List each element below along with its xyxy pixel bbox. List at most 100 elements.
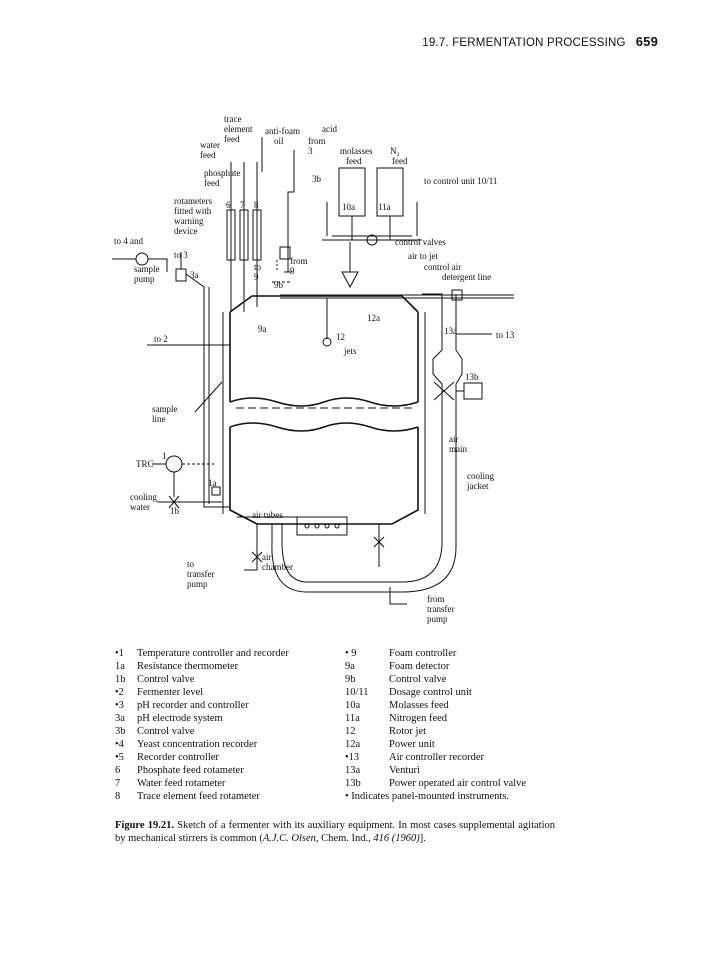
label-air-chamber-2: chamber [262, 562, 293, 572]
label-main: main [449, 444, 467, 454]
label-cooling-water-1: cooling [130, 492, 157, 502]
label-from-9: from [290, 256, 308, 266]
label-to-2: to 2 [154, 334, 168, 344]
label-10a: 10a [342, 202, 355, 212]
fermenter-diagram: trace element feed anti-foam oil acid fr… [112, 114, 515, 624]
page-number: 659 [635, 34, 658, 49]
fermenter-vessel [222, 295, 426, 525]
label-to-9: 9 [254, 272, 259, 282]
label-to-3: to 3 [174, 250, 188, 260]
label-9: 9 [290, 266, 295, 276]
label-air: air [449, 434, 459, 444]
label-detergent-line: detergent line [442, 272, 491, 282]
label-molasses-feed: feed [346, 156, 362, 166]
label-air-chamber-1: air [262, 552, 272, 562]
fermenter-figure: trace element feed anti-foam oil acid fr… [112, 112, 612, 632]
label-to-transfer-1: to [187, 559, 195, 569]
label-to-transfer-2: transfer [187, 569, 214, 579]
label-rotameters: rotameters [174, 196, 212, 206]
label-9a: 9a [258, 324, 267, 334]
label-warning: warning [174, 216, 204, 226]
label-13a: 13a [444, 326, 457, 336]
label-6: 6 [226, 200, 231, 210]
label-sample-line-2: line [152, 414, 166, 424]
label-1: 1 [162, 451, 167, 461]
citation-year: (1960) [391, 832, 420, 844]
label-control-valves: control valves [395, 237, 446, 247]
label-cooling-jacket-2: jacket [466, 481, 489, 491]
label-8: 8 [254, 200, 259, 210]
section-title: 19.7. FERMENTATION PROCESSING [422, 37, 626, 49]
label-cooling-water-2: water [130, 502, 150, 512]
label-element: element [224, 124, 253, 134]
citation-author: A.J.C. Olsen, [262, 832, 319, 844]
label-sample: sample [134, 264, 160, 274]
label-7: 7 [240, 200, 245, 210]
label-acid: acid [322, 124, 337, 134]
legend-note: • Indicates panel-mounted instruments. [345, 791, 510, 802]
label-jets: jets [343, 346, 357, 356]
label-3a: 3a [190, 270, 199, 280]
label-to: to [254, 262, 262, 272]
label-from-transfer-1: from [427, 594, 445, 604]
label-from-transfer-2: transfer [427, 604, 454, 614]
label-oil: oil [274, 136, 284, 146]
label-fitted-with: fitted with [174, 206, 212, 216]
label-to-4-and: to 4 and [114, 236, 143, 246]
label-control-air: control air [424, 262, 461, 272]
label-from-transfer-3: pump [427, 614, 448, 624]
label-device: device [174, 226, 197, 236]
running-head: 19.7. FERMENTATION PROCESSING 659 [422, 34, 658, 49]
label-antifoam: anti-foam [265, 126, 300, 136]
label-air-tubes: air tubes [252, 510, 283, 520]
label-from-acid: from [308, 136, 326, 146]
figure-number: Figure 19.21. [115, 820, 174, 831]
label-cooling-jacket-1: cooling [467, 471, 494, 481]
label-3: 3 [308, 146, 313, 156]
air-main-pipe [271, 293, 463, 593]
label-water-feed: feed [200, 150, 216, 160]
label-phosphate-feed: feed [204, 178, 220, 188]
label-trc: TRC [136, 459, 154, 469]
label-air-to-jet: air to jet [408, 251, 438, 261]
label-to-control-unit: to control unit 10/11 [424, 176, 497, 186]
label-13b: 13b [465, 372, 479, 382]
label-trace: trace [224, 114, 241, 124]
figure-caption: Figure 19.21. Sketch of a fermenter with… [115, 820, 555, 844]
label-12: 12 [336, 332, 345, 342]
citation-journal: Chem. Ind., [318, 832, 374, 844]
label-molasses: molasses [340, 146, 373, 156]
label-1a: 1a [208, 478, 217, 488]
label-to-13: to 13 [496, 330, 515, 340]
label-pump: pump [134, 274, 155, 284]
label-n2-feed: feed [392, 156, 408, 166]
label-sample-line-1: sample [152, 404, 178, 414]
label-1b: 1b [170, 506, 180, 516]
label-n2: N₂ [390, 146, 400, 156]
label-3b: 3b [312, 174, 322, 184]
label-te-feed: feed [224, 134, 240, 144]
